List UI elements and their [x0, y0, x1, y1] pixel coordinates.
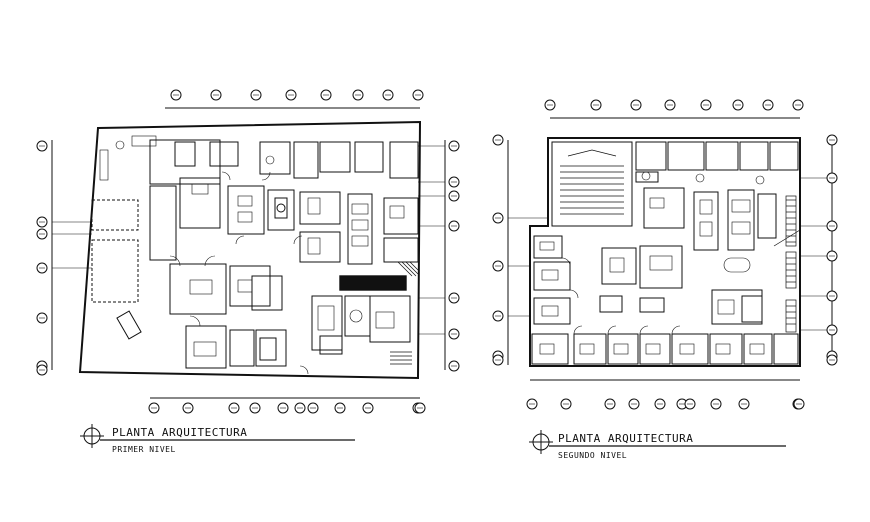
plan-subtitle-right: SEGUNDO NIVEL [558, 451, 628, 460]
title-symbol-right [529, 430, 786, 454]
plan-title-left: PLANTA ARQUITECTURA [112, 426, 248, 439]
plan-title-right: PLANTA ARQUITECTURA [558, 432, 694, 445]
grid-axis-markers [36, 89, 838, 414]
title-symbol-left [80, 424, 355, 448]
floor-plan-segundo-nivel [507, 117, 833, 381]
floor-plan-primer-nivel [51, 107, 446, 399]
plan-subtitle-left: PRIMER NIVEL [112, 445, 176, 454]
